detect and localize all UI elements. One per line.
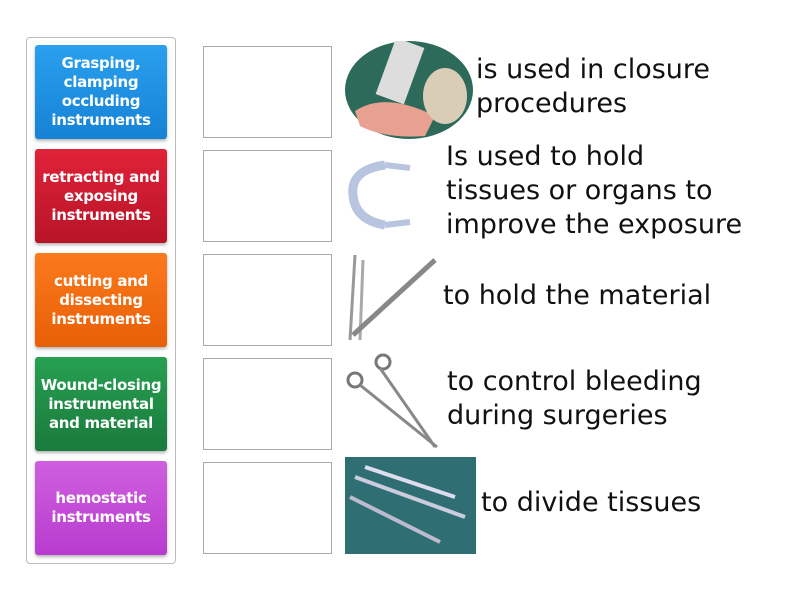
scalpels-image [345, 457, 476, 554]
drop-zone-3[interactable] [203, 254, 332, 346]
drop-zone-4[interactable] [203, 358, 332, 450]
hemostat-clamp-image [346, 353, 438, 449]
tile-label: cutting and dissecting instruments [51, 271, 151, 328]
tile-cutting[interactable]: cutting and dissecting instruments [35, 253, 167, 347]
tile-grasping[interactable]: Grasping, clamping occluding instruments [35, 45, 167, 139]
description-2: Is used to hold tissues or organs to imp… [446, 141, 743, 240]
tissue-forceps-image [348, 254, 437, 341]
skin-stapler-image [345, 41, 473, 139]
tile-hemostatic[interactable]: hemostatic instruments [35, 461, 167, 555]
answer-bank [26, 37, 176, 564]
drop-zone-2[interactable] [203, 150, 332, 242]
description-4: to control bleeding during surgeries [447, 366, 702, 431]
tile-wound-closing[interactable]: Wound-closing instrumental and material [35, 357, 167, 451]
drop-zone-1[interactable] [203, 46, 332, 138]
cheek-retractor-image [348, 160, 411, 230]
description-3: to hold the material [443, 280, 712, 311]
tile-label: hemostatic instruments [51, 489, 151, 526]
tile-label: Wound-closing instrumental and material [40, 375, 162, 432]
description-1: is used in closure procedures [476, 54, 711, 119]
tile-retracting[interactable]: retracting and exposing instruments [35, 149, 167, 243]
tile-label: retracting and exposing instruments [42, 167, 160, 224]
tile-label: Grasping, clamping occluding instruments [51, 54, 151, 129]
drop-zone-5[interactable] [203, 462, 332, 554]
description-5: to divide tissues [481, 487, 702, 518]
